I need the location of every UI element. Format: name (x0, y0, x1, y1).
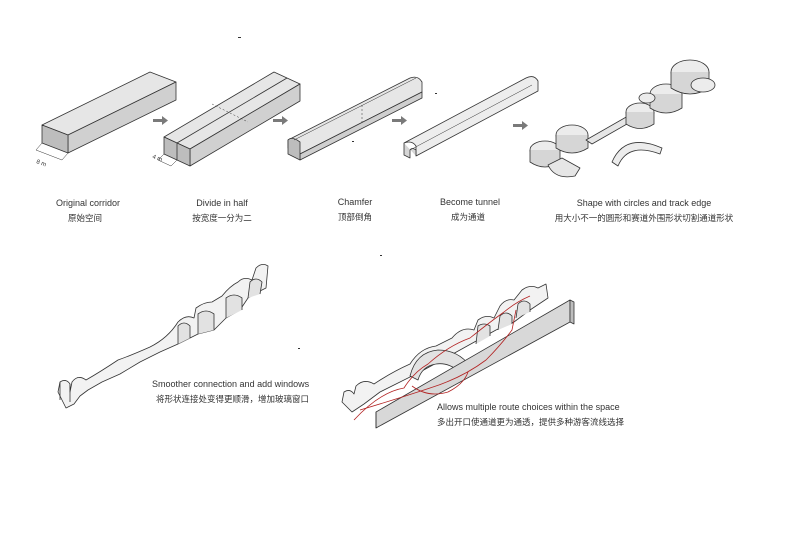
step-1-caption-en: Original corridor (55, 198, 121, 208)
dimension-8m-label: 8 m (35, 159, 46, 168)
step-5-caption-zh: 用大小不一的圆形和赛道外围形状切割通道形状 (554, 213, 734, 223)
original-corridor-box (41, 71, 177, 154)
step-6-caption-en: Smoother connection and add windows (152, 379, 310, 389)
step-7-caption-en: Allows multiple route choices within the… (437, 402, 620, 412)
step-4-caption-en: Become tunnel (439, 197, 501, 207)
cut-line-marker (211, 103, 249, 123)
step-5-caption-en: Shape with circles and track edge (576, 198, 712, 208)
divided-corridor-box (163, 71, 301, 167)
process-arrow-1 (153, 116, 168, 125)
step-2-caption-zh: 按宽度一分为二 (192, 213, 252, 223)
step-6-caption-zh: 将形状连接处变得更顺滑，增加玻璃窗口 (156, 394, 310, 404)
step-4-caption-zh: 成为通道 (450, 212, 486, 222)
smoothed-tunnel-with-windows (57, 264, 269, 409)
step-2-caption-en: Divide in half (196, 198, 248, 208)
step-7-caption-zh: 多出开口使通道更为通透，提供多种游客流线选择 (437, 417, 625, 427)
dimension-4m-label: 4 m (151, 154, 162, 163)
process-arrow-3 (392, 116, 407, 125)
step-1-caption-zh: 原始空间 (67, 213, 103, 223)
chamfered-bar (287, 76, 423, 161)
step-3-caption-zh: 顶部倒角 (337, 212, 373, 222)
process-arrow-2 (273, 116, 288, 125)
step-3-caption-en: Chamfer (337, 197, 373, 207)
route-lines (353, 295, 531, 421)
stray-mark (238, 37, 437, 349)
dimension-mark-4m (157, 153, 178, 167)
track-edge-arc (611, 142, 663, 167)
process-arrow-4 (513, 121, 528, 130)
circle-cut-tunnel (529, 59, 716, 178)
tunnel-shape (403, 76, 539, 159)
multi-route-tunnel (341, 283, 575, 429)
dimension-mark-8m (35, 142, 69, 161)
